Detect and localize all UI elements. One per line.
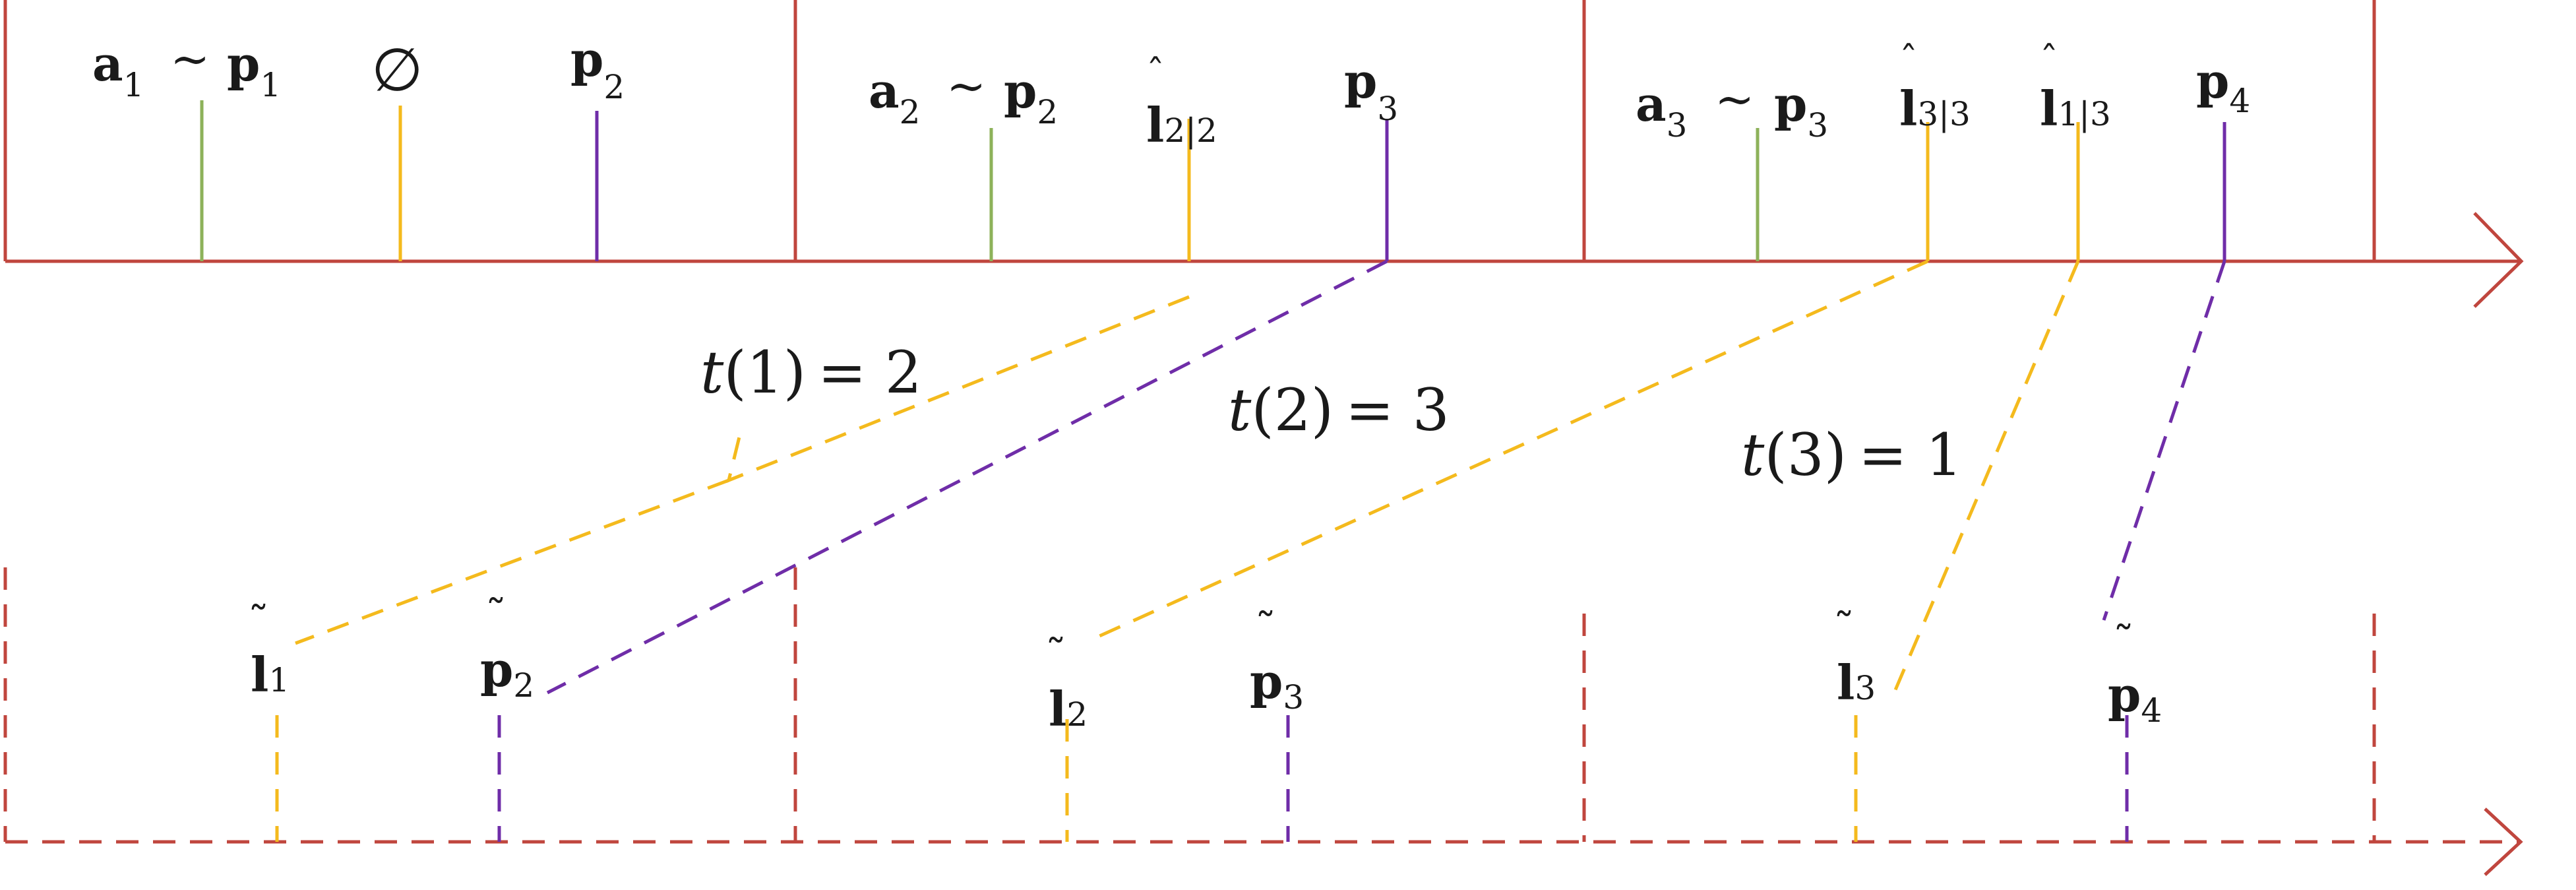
mapping-connectors (295, 259, 2226, 697)
label-p4-tilde: p4 (2108, 666, 2162, 730)
tilde-accent-p2: ˜ (485, 592, 506, 641)
top-timeline (3, 0, 2524, 308)
hat-accent-13: ˆ (2040, 39, 2058, 82)
label-lhat-13: l1|3 (2040, 80, 2111, 137)
mapping-label-2: t(2)= 3 (1228, 376, 1450, 444)
bottom-labels: l1 ˜ p2 ˜ l2 ˜ p3 ˜ l3 ˜ p4 ˜ (248, 592, 2162, 737)
tilde-accent-l2: ˜ (1045, 631, 1066, 680)
label-tilde-1: ~ (170, 31, 210, 86)
label-p2-top: p2 (570, 31, 625, 106)
label-l2-tilde: l2 (1049, 681, 1088, 737)
label-a1: a1 (92, 36, 144, 104)
hat-accent-22: ˆ (1146, 52, 1165, 95)
mapping-label-3: t(3)= 1 (1741, 421, 1963, 489)
label-p3-tilde: p3 (1250, 653, 1304, 716)
top-axis-arrowhead (2473, 212, 2524, 308)
label-p2-tilde: p2 (480, 641, 534, 705)
label-p3-prefix: p3 (1774, 76, 1828, 144)
tilde-accent-p4: ˜ (2113, 618, 2134, 667)
connector-lhat13-to-l3 (1891, 261, 2080, 697)
label-empty-set: ∅ (371, 36, 423, 105)
label-tilde-3: ~ (1715, 71, 1754, 127)
tilde-accent-l1: ˜ (248, 598, 269, 647)
episode-1-labels: a1 ~ p1 ∅ p2 (92, 31, 625, 106)
label-p2-prefix: p2 (1004, 63, 1058, 131)
episode-2-labels: a2 ~ p2 l2|2 ˆ p3 (869, 52, 1398, 153)
label-p1: p1 (227, 36, 281, 104)
tilde-accent-l3: ˜ (1833, 605, 1855, 654)
connector-lhat33-to-l2 (1097, 259, 1929, 639)
label-lhat-22: l2|2 (1146, 97, 1217, 153)
mapping-label-1: t(1)= 2 (700, 338, 922, 406)
connector-lhat22-to-l1 (295, 478, 729, 645)
label-p4-top: p4 (2196, 53, 2250, 120)
label-l1-tilde: l1 (251, 647, 290, 703)
hat-accent-33: ˆ (1899, 39, 1918, 82)
label-tilde-2: ~ (946, 58, 986, 113)
connector-p4-to-p4 (2102, 261, 2226, 621)
label-a2: a2 (869, 63, 920, 131)
label-a3: a3 (1636, 76, 1687, 144)
mapping-labels: t(1)= 2 t(2)= 3 t(3)= 1 (700, 338, 1963, 489)
bottom-timeline (3, 567, 2523, 876)
tilde-accent-p3: ˜ (1255, 605, 1276, 654)
bottom-axis-arrowhead (2484, 808, 2523, 876)
label-p3-top: p3 (1344, 53, 1398, 128)
episode-3-labels: a3 ~ p3 l3|3 ˆ l1|3 ˆ p4 (1636, 39, 2250, 144)
connector-p3-to-p2 (546, 259, 1388, 695)
label-lhat-33: l3|3 (1899, 80, 1971, 137)
label-l3-tilde: l3 (1837, 654, 1876, 711)
